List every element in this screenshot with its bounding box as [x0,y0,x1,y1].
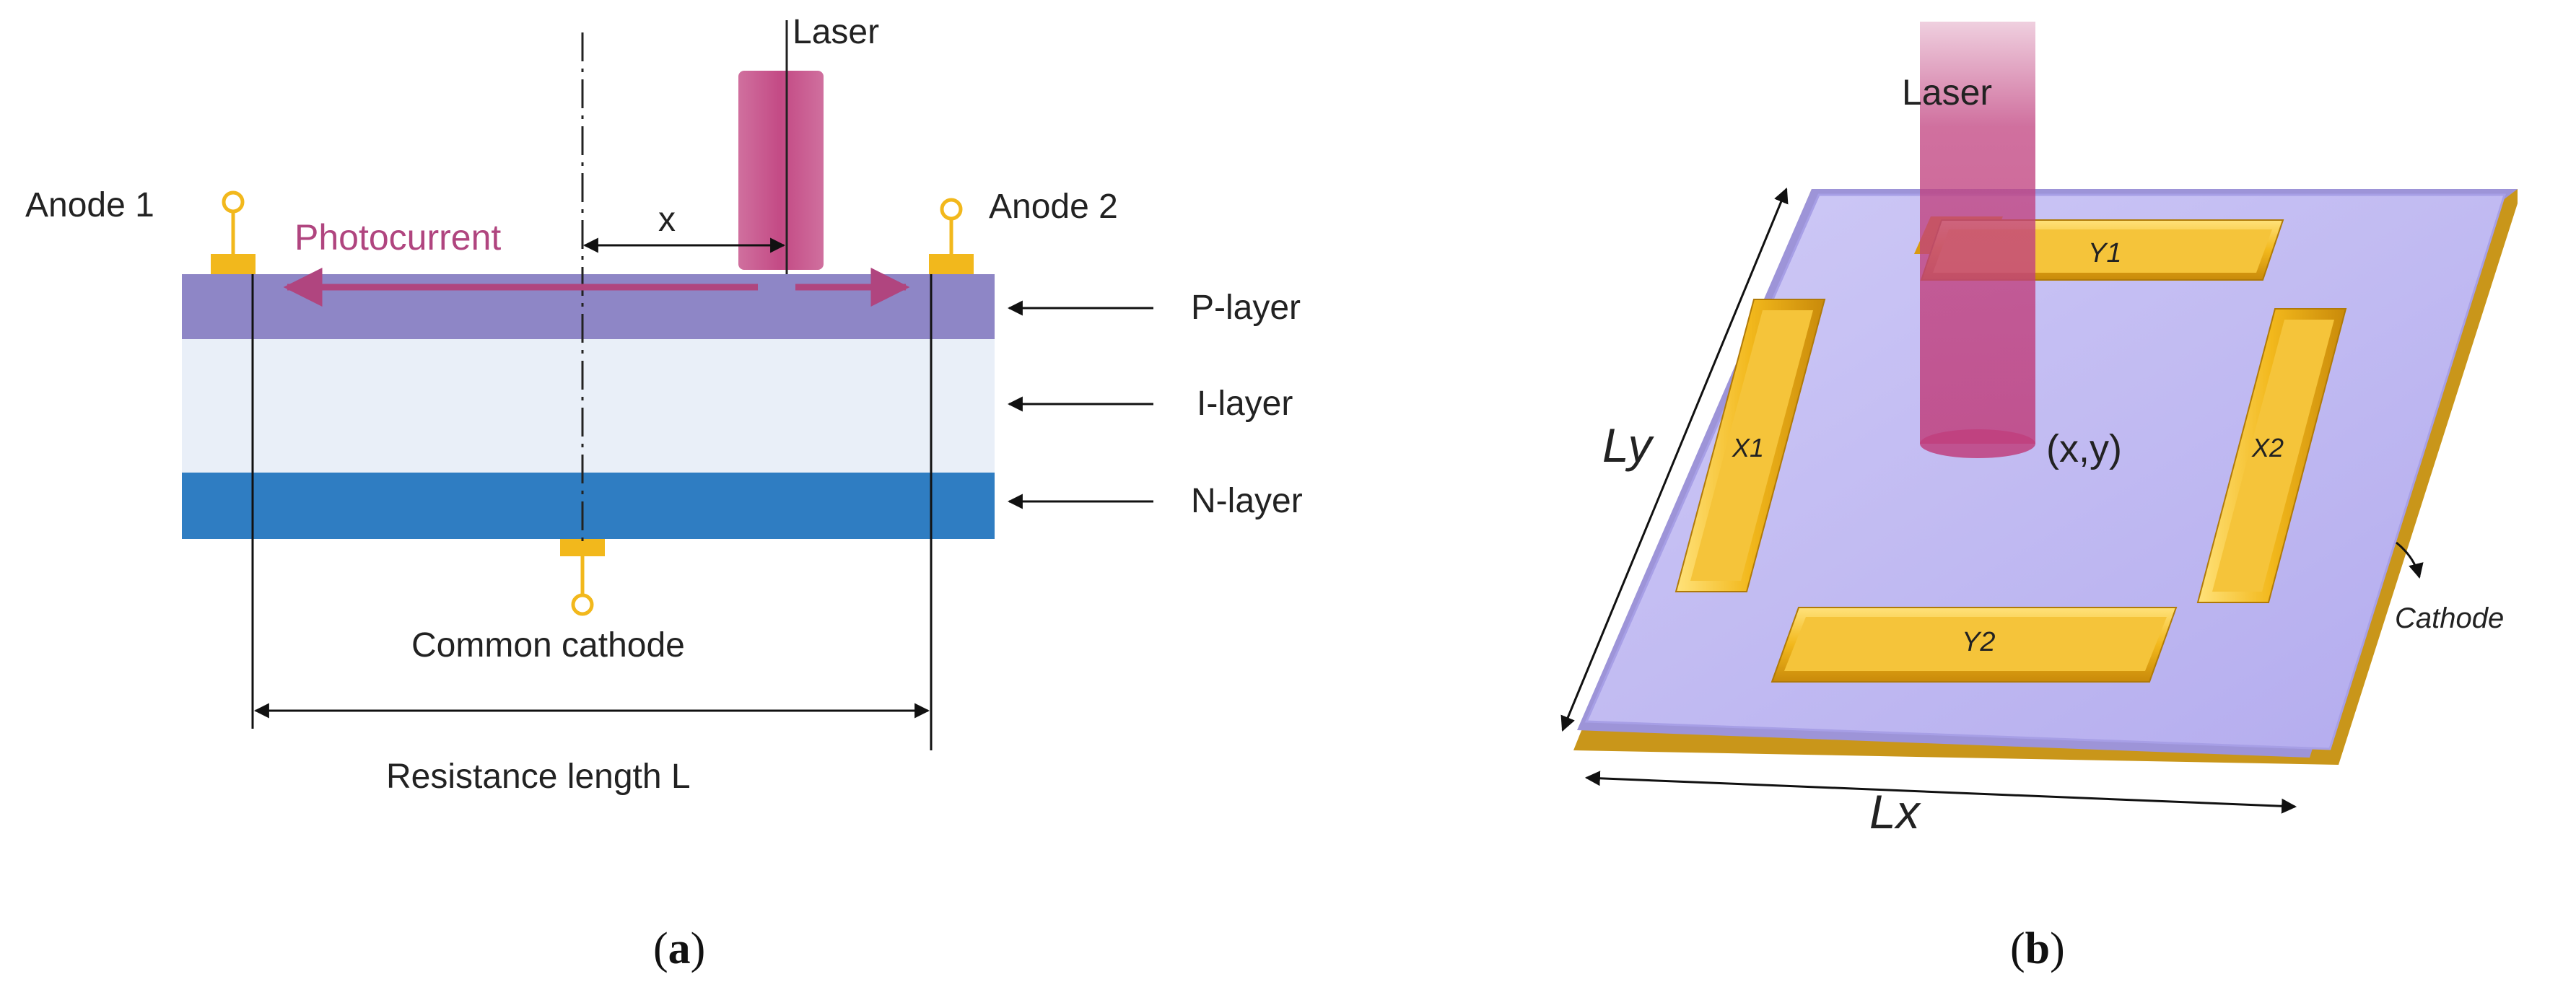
i-layer [182,339,995,473]
caption-b-close: ) [2050,924,2065,973]
caption-a-close: ) [691,924,706,973]
point-label: (x,y) [2046,427,2122,470]
laser-label-b: Laser [1902,72,1992,113]
i-layer-label: I-layer [1197,385,1293,423]
n-layer-label: N-layer [1191,482,1303,520]
panel-b: Laser Y1 Y2 X1 X2 (x,y) Ly Lx Cathode (b… [1560,22,2518,973]
resistance-length-label: Resistance length L [386,758,691,796]
anode-2-terminal [929,198,974,274]
n-layer [182,473,995,539]
caption-b-letter: b [2025,924,2050,973]
y2-electrode [1771,607,2178,683]
caption-a-letter: a [668,924,691,973]
anode-1-terminal [211,190,256,274]
anode-1-label: Anode 1 [25,186,154,224]
panel-a: Laser Anode 1 Anode 2 Photocurrent x P-l… [25,13,1303,973]
p-layer-label: P-layer [1191,289,1301,327]
laser-beam-a [738,71,824,270]
cathode-terminal [560,539,605,616]
caption-b-open: ( [2010,924,2025,973]
x-offset-label: x [658,201,676,239]
anode-2-label: Anode 2 [989,188,1118,226]
cathode-label: Cathode [2395,602,2504,634]
lx-dimension-arrow [1584,771,2297,814]
laser-beam-b [1920,22,2035,458]
common-cathode-label: Common cathode [411,626,685,665]
caption-b: (b) [2010,924,2065,973]
caption-a: (a) [653,924,705,973]
cathode-pointer-arrow [2396,541,2424,579]
ly-dimension-arrow [1560,188,1789,732]
laser-label-a: Laser [793,13,879,51]
y2-label: Y2 [1962,627,1995,657]
x1-label: X1 [1732,433,1764,462]
photocurrent-label: Photocurrent [294,217,501,258]
ly-label: Ly [1602,418,1655,472]
x2-label: X2 [2251,433,2284,462]
y1-label: Y1 [2088,238,2121,268]
lx-label: Lx [1869,785,1921,838]
x2-electrode [2196,308,2347,603]
caption-a-open: ( [653,924,668,973]
